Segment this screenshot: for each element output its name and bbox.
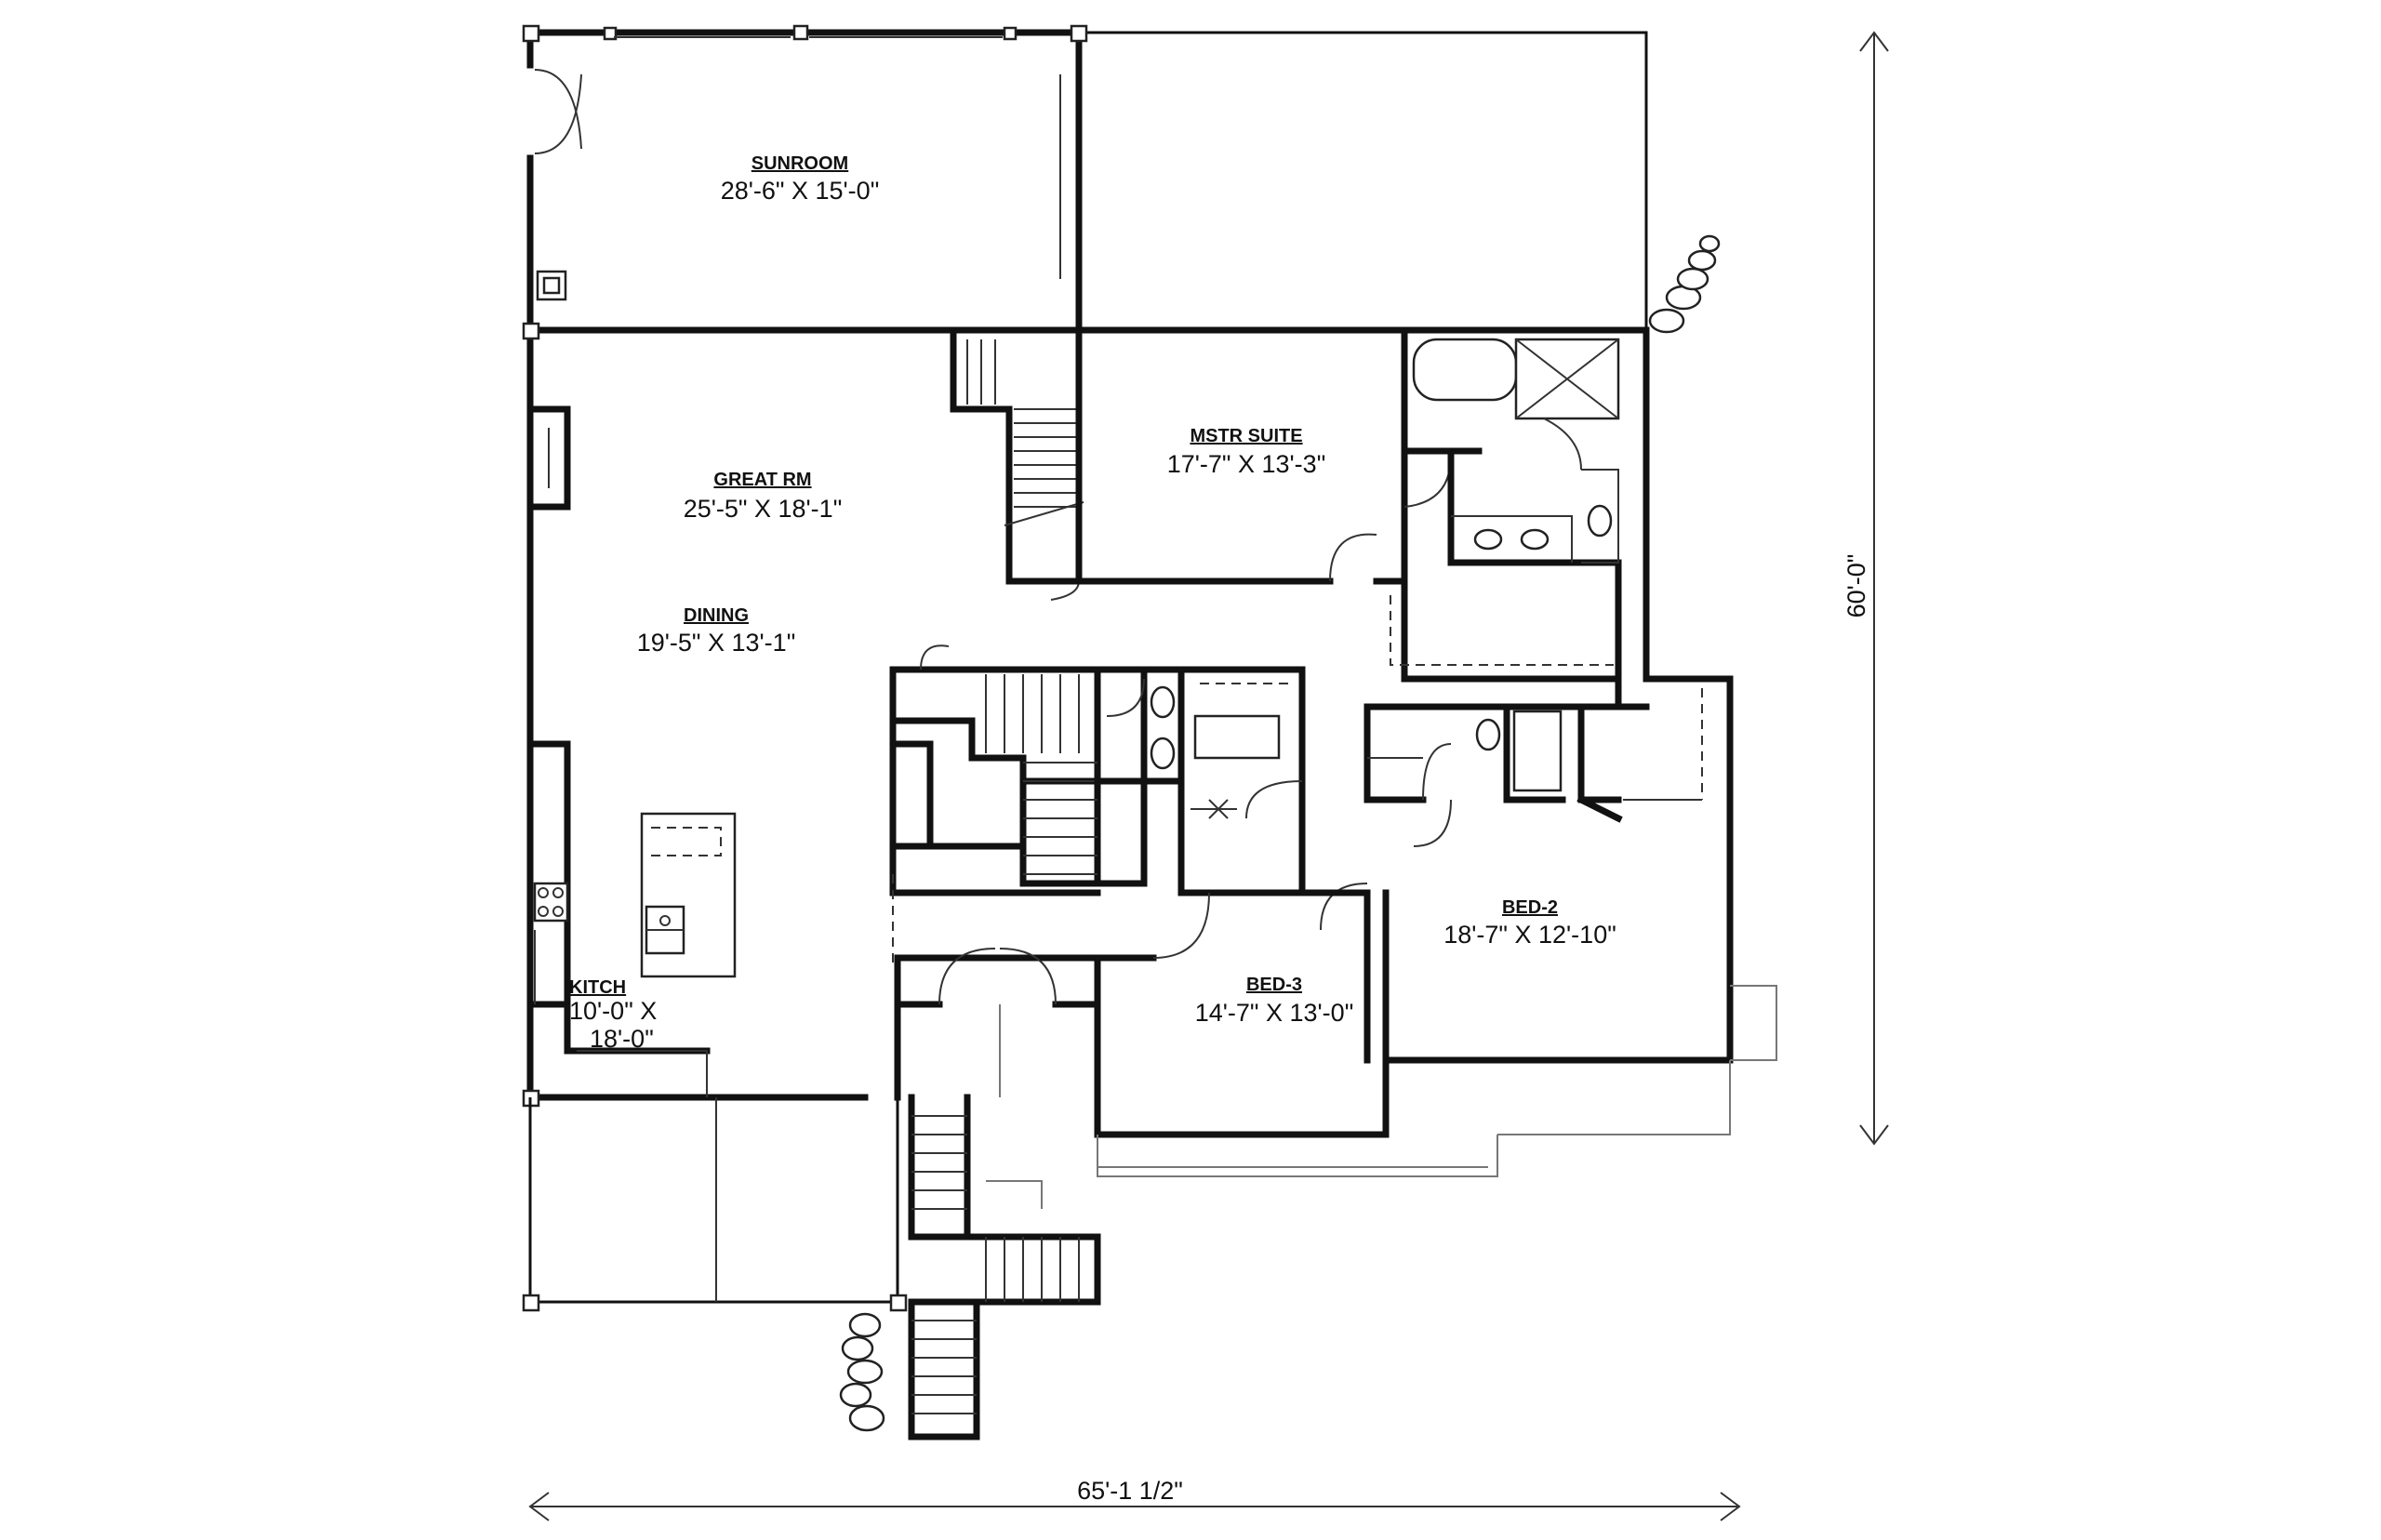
svg-text:17'-7" X 13'-3": 17'-7" X 13'-3" (1167, 450, 1326, 478)
master-suite-label: MSTR SUITE 17'-7" X 13'-3" (1167, 426, 1326, 478)
front-porch (522, 985, 1777, 1312)
svg-text:BED-2: BED-2 (1502, 897, 1558, 918)
svg-text:18'-7" X 12'-10": 18'-7" X 12'-10" (1443, 921, 1616, 949)
sunroom-walls (522, 24, 1648, 334)
bed3-walls (1094, 883, 1371, 1064)
bed3-label: BED-3 14'-7" X 13'-0" (1195, 975, 1354, 1027)
kitchen (526, 740, 737, 1097)
foyer (894, 948, 1101, 1097)
main-stair (950, 326, 1084, 601)
center-core-walls (889, 644, 1306, 896)
fireplace (526, 405, 571, 511)
kitchen-label: KITCH 10'-0" X 18'-0" (569, 977, 657, 1053)
bed2-label: BED-2 18'-7" X 12'-10" (1443, 897, 1616, 949)
svg-text:GREAT RM: GREAT RM (713, 470, 811, 490)
svg-text:DINING: DINING (684, 605, 749, 626)
svg-text:KITCH: KITCH (569, 977, 626, 998)
svg-text:19'-5" X 13'-1": 19'-5" X 13'-1" (637, 629, 796, 657)
exterior-walls (522, 322, 1734, 1138)
master-suite-walls (1075, 326, 1622, 683)
svg-text:65'-1 1/2": 65'-1 1/2" (1077, 1477, 1183, 1505)
svg-text:MSTR SUITE: MSTR SUITE (1190, 426, 1302, 446)
svg-text:BED-3: BED-3 (1246, 975, 1302, 995)
svg-text:25'-5" X 18'-1": 25'-5" X 18'-1" (684, 495, 843, 523)
svg-text:14'-7" X 13'-0": 14'-7" X 13'-0" (1195, 999, 1354, 1027)
bed2-walls (1363, 675, 1703, 1064)
landscape-stones (839, 234, 1721, 1432)
pantry (889, 843, 1101, 967)
svg-text:10'-0" X: 10'-0" X (569, 997, 657, 1025)
svg-text:60'-0": 60'-0" (1842, 554, 1870, 618)
svg-text:28'-6" X 15'-0": 28'-6" X 15'-0" (721, 177, 880, 205)
great-room-label: GREAT RM 25'-5" X 18'-1" (684, 470, 843, 523)
svg-text:18'-0": 18'-0" (590, 1025, 654, 1053)
dining-label: DINING 19'-5" X 13'-1" (637, 605, 796, 657)
overall-depth-dimension: 60'-0" (1842, 31, 1889, 1146)
overall-width-dimension: 65'-1 1/2" (528, 1477, 1741, 1521)
entry-stairs (908, 1094, 1101, 1440)
svg-text:SUNROOM: SUNROOM (752, 153, 848, 174)
sunroom-label: SUNROOM 28'-6" X 15'-0" (721, 153, 880, 205)
